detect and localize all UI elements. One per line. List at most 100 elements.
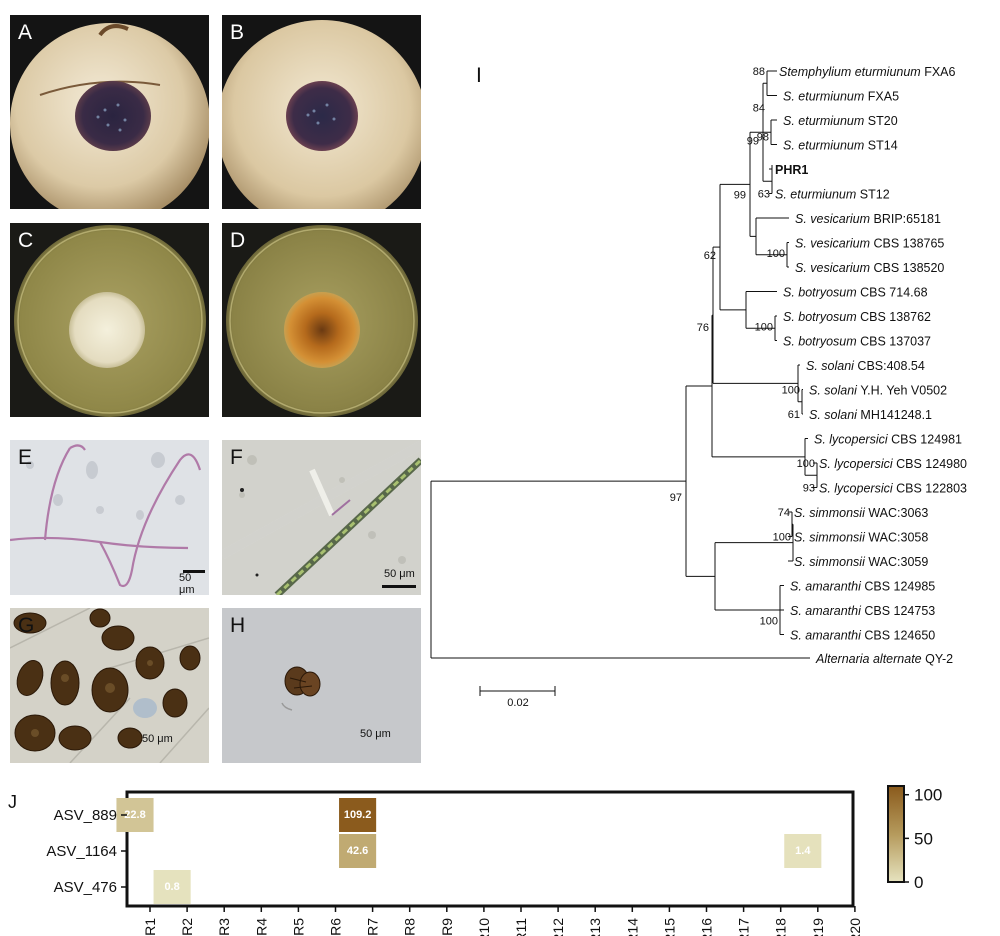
- taxon-strain: CBS 138520: [874, 261, 945, 275]
- taxon-strain: MH141248.1: [860, 408, 932, 422]
- taxon-label: S. solani MH141248.1: [809, 408, 932, 422]
- scalebar-line: [183, 570, 205, 573]
- taxon-strain: ST14: [868, 139, 898, 153]
- heatmap-cell: [153, 870, 191, 904]
- heatmap-cell-label: 42.6: [347, 845, 368, 857]
- taxon-genus: S. eturmiunum: [775, 188, 860, 202]
- petri-dish-photo-d: [222, 223, 421, 417]
- taxon-genus: S. eturmiunum: [783, 139, 868, 153]
- taxon-label: S. amaranthi CBS 124753: [790, 604, 935, 618]
- taxon-label: S. vesicarium CBS 138765: [795, 237, 944, 251]
- taxon-label: S. vesicarium BRIP:65181: [795, 212, 941, 226]
- bootstrap-value: 100: [755, 322, 773, 334]
- taxon-strain: ST20: [868, 114, 898, 128]
- bootstrap-value: 100: [760, 616, 778, 628]
- taxon-label: S. simmonsii WAC:3059: [794, 555, 928, 569]
- column-label: R16: [699, 918, 715, 936]
- bootstrap-value: 63: [758, 189, 770, 201]
- column-label: R18: [773, 918, 789, 936]
- taxon-genus: S. vesicarium: [795, 237, 874, 251]
- taxon-genus: S. botryosum: [783, 286, 860, 300]
- taxon-genus: S. eturmiunum: [783, 90, 868, 104]
- taxon-genus: Alternaria alternate: [815, 652, 925, 666]
- taxon-genus: S. eturmiunum: [783, 114, 868, 128]
- taxon-strain: CBS 122803: [896, 482, 967, 496]
- heatmap-frame: [125, 790, 855, 908]
- panel-a-pear-fruit: A: [10, 15, 209, 209]
- pear-fruit-photo-a: [10, 15, 209, 209]
- scalebar-label-f: 50 μm: [384, 568, 415, 580]
- heatmap-cell-label: 0.8: [164, 881, 179, 893]
- petri-dish-photo-c: [10, 223, 209, 417]
- row-label: ASV_476: [54, 879, 117, 896]
- hyphae-micrograph-f: [222, 440, 421, 595]
- bootstrap-value: 100: [782, 385, 800, 397]
- column-label: R4: [253, 918, 269, 936]
- taxon-label: S. solani Y.H. Yeh V0502: [809, 384, 947, 398]
- column-label: R20: [847, 918, 863, 936]
- bootstrap-value: 100: [773, 532, 791, 544]
- heatmap-cell-label: 109.2: [344, 809, 372, 821]
- column-label: R2: [179, 918, 195, 936]
- scalebar-line: [382, 585, 416, 588]
- taxon-strain: PHR1: [775, 163, 808, 177]
- bootstrap-value: 61: [788, 409, 800, 421]
- taxon-genus: S. botryosum: [783, 335, 860, 349]
- bootstrap-value: 76: [697, 322, 709, 334]
- heatmap-cell-label: 1.4: [795, 845, 811, 857]
- bootstrap-value: 100: [767, 248, 785, 260]
- taxon-label: PHR1: [775, 163, 808, 177]
- taxon-label: S. eturmiunum ST12: [775, 188, 890, 202]
- taxon-label: S. botryosum CBS 137037: [783, 335, 931, 349]
- panel-f-hyphae-micrograph: F 50 μm: [222, 440, 421, 595]
- panel-label-j: J: [8, 792, 17, 812]
- heatmap-cell: [784, 834, 822, 868]
- taxon-label: S. botryosum CBS 138762: [783, 310, 931, 324]
- column-label: R7: [365, 918, 381, 936]
- column-label: R11: [513, 918, 529, 936]
- taxon-strain: CBS:408.54: [857, 359, 924, 373]
- bootstrap-value: 98: [757, 132, 769, 144]
- taxon-strain: BRIP:65181: [874, 212, 941, 226]
- taxon-label: S. amaranthi CBS 124985: [790, 580, 935, 594]
- bootstrap-value: 88: [753, 66, 765, 78]
- panel-d-petri-dish: D: [222, 223, 421, 417]
- scalebar-label-h: 50 μm: [360, 728, 391, 740]
- taxon-genus: S. amaranthi: [790, 604, 864, 618]
- scalebar-label-e: 50 μm: [179, 572, 195, 595]
- colorbar-tick-label: 0: [914, 873, 923, 892]
- taxon-genus: S. vesicarium: [795, 261, 874, 275]
- taxon-genus: S. lycopersici: [819, 482, 896, 496]
- bootstrap-value: 93: [803, 483, 815, 495]
- taxon-genus: S. botryosum: [783, 310, 860, 324]
- taxon-label: S. amaranthi CBS 124650: [790, 629, 935, 643]
- scale-bar-label: 0.02: [507, 697, 528, 709]
- bootstrap-value: 62: [704, 250, 716, 262]
- panel-label-b: B: [230, 21, 245, 44]
- panel-label-e: E: [18, 446, 33, 469]
- taxon-strain: CBS 124985: [864, 580, 935, 594]
- taxon-genus: S. amaranthi: [790, 580, 864, 594]
- taxon-strain: CBS 714.68: [860, 286, 927, 300]
- column-label: R14: [624, 918, 640, 936]
- bootstrap-value: 99: [747, 135, 759, 147]
- heatmap-cell: [339, 798, 377, 832]
- column-label: R3: [216, 918, 232, 936]
- taxon-label: S. botryosum CBS 714.68: [783, 286, 928, 300]
- conidium-micrograph-h: [222, 608, 421, 763]
- phylogenetic-tree: Stemphylium eturmiunum FXA6 S. eturmiunum…: [430, 65, 967, 709]
- column-label: R10: [476, 918, 492, 936]
- taxon-strain: Y.H. Yeh V0502: [860, 384, 947, 398]
- taxon-label: Stemphylium eturmiunum FXA6: [779, 65, 956, 79]
- taxon-strain: WAC:3059: [868, 555, 928, 569]
- taxon-strain: FXA5: [868, 90, 899, 104]
- taxon-strain: FXA6: [924, 65, 955, 79]
- panel-g-conidia-micrograph: G 50 μm: [10, 608, 209, 763]
- panel-h-conidium-micrograph: H 50 μm: [222, 608, 421, 763]
- column-label: R1: [142, 918, 158, 936]
- column-label: R13: [587, 918, 603, 936]
- pear-fruit-photo-b: [222, 15, 421, 209]
- taxon-genus: S. lycopersici: [814, 433, 891, 447]
- scalebar-label-g: 50 μm: [142, 733, 173, 745]
